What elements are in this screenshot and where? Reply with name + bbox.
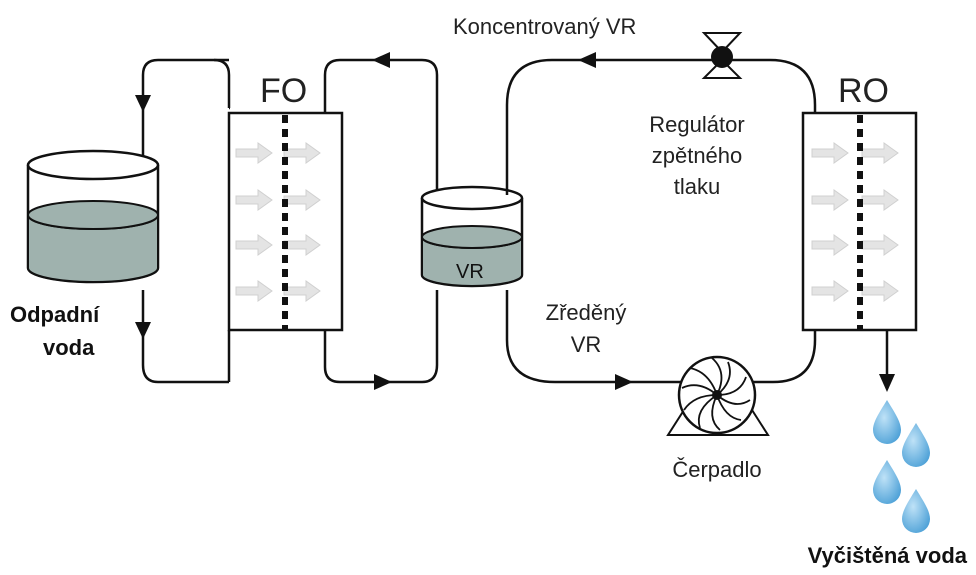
flow-arrow-icon	[135, 322, 151, 339]
waste-water-label-line1: Odpadní	[10, 302, 100, 327]
concentrated-vr-label: Koncentrovaný VR	[453, 14, 636, 39]
valve-icon	[701, 32, 743, 79]
fo-label: FO	[260, 72, 307, 110]
regulator-label-line3: tlaku	[674, 174, 720, 199]
regulator-label-line2: zpětného	[652, 143, 743, 168]
diluted-vr-label-line2: VR	[571, 332, 602, 357]
waste-loop-pipe-upper	[213, 58, 231, 108]
flow-arrow-icon	[135, 95, 151, 112]
ro-label: RO	[838, 72, 889, 110]
pump-label: Čerpadlo	[672, 457, 761, 482]
waste-water-tank	[26, 149, 160, 284]
pump-icon	[666, 355, 770, 436]
water-drop-icon	[902, 423, 930, 467]
clean-water-label: Vyčištěná voda	[808, 543, 968, 568]
vr-tank	[420, 185, 524, 288]
ro-loop-pipe	[505, 58, 817, 384]
water-drop-icon	[902, 489, 930, 533]
waste-water-label-line2: voda	[43, 335, 95, 360]
fo-membrane-module	[227, 111, 344, 332]
flow-arrow-icon	[879, 374, 895, 392]
flow-arrow-icon	[374, 374, 392, 390]
flow-arrow-icon	[372, 52, 390, 68]
vr-tank-label: VR	[456, 261, 484, 283]
flow-arrow-icon	[578, 52, 596, 68]
water-drop-icon	[873, 400, 901, 444]
water-drop-icon	[873, 460, 901, 504]
flow-arrow-icon	[615, 374, 633, 390]
diluted-vr-label-line1: Zředěný	[546, 300, 627, 325]
regulator-label-line1: Regulátor	[649, 112, 744, 137]
ro-membrane-module	[801, 111, 918, 332]
